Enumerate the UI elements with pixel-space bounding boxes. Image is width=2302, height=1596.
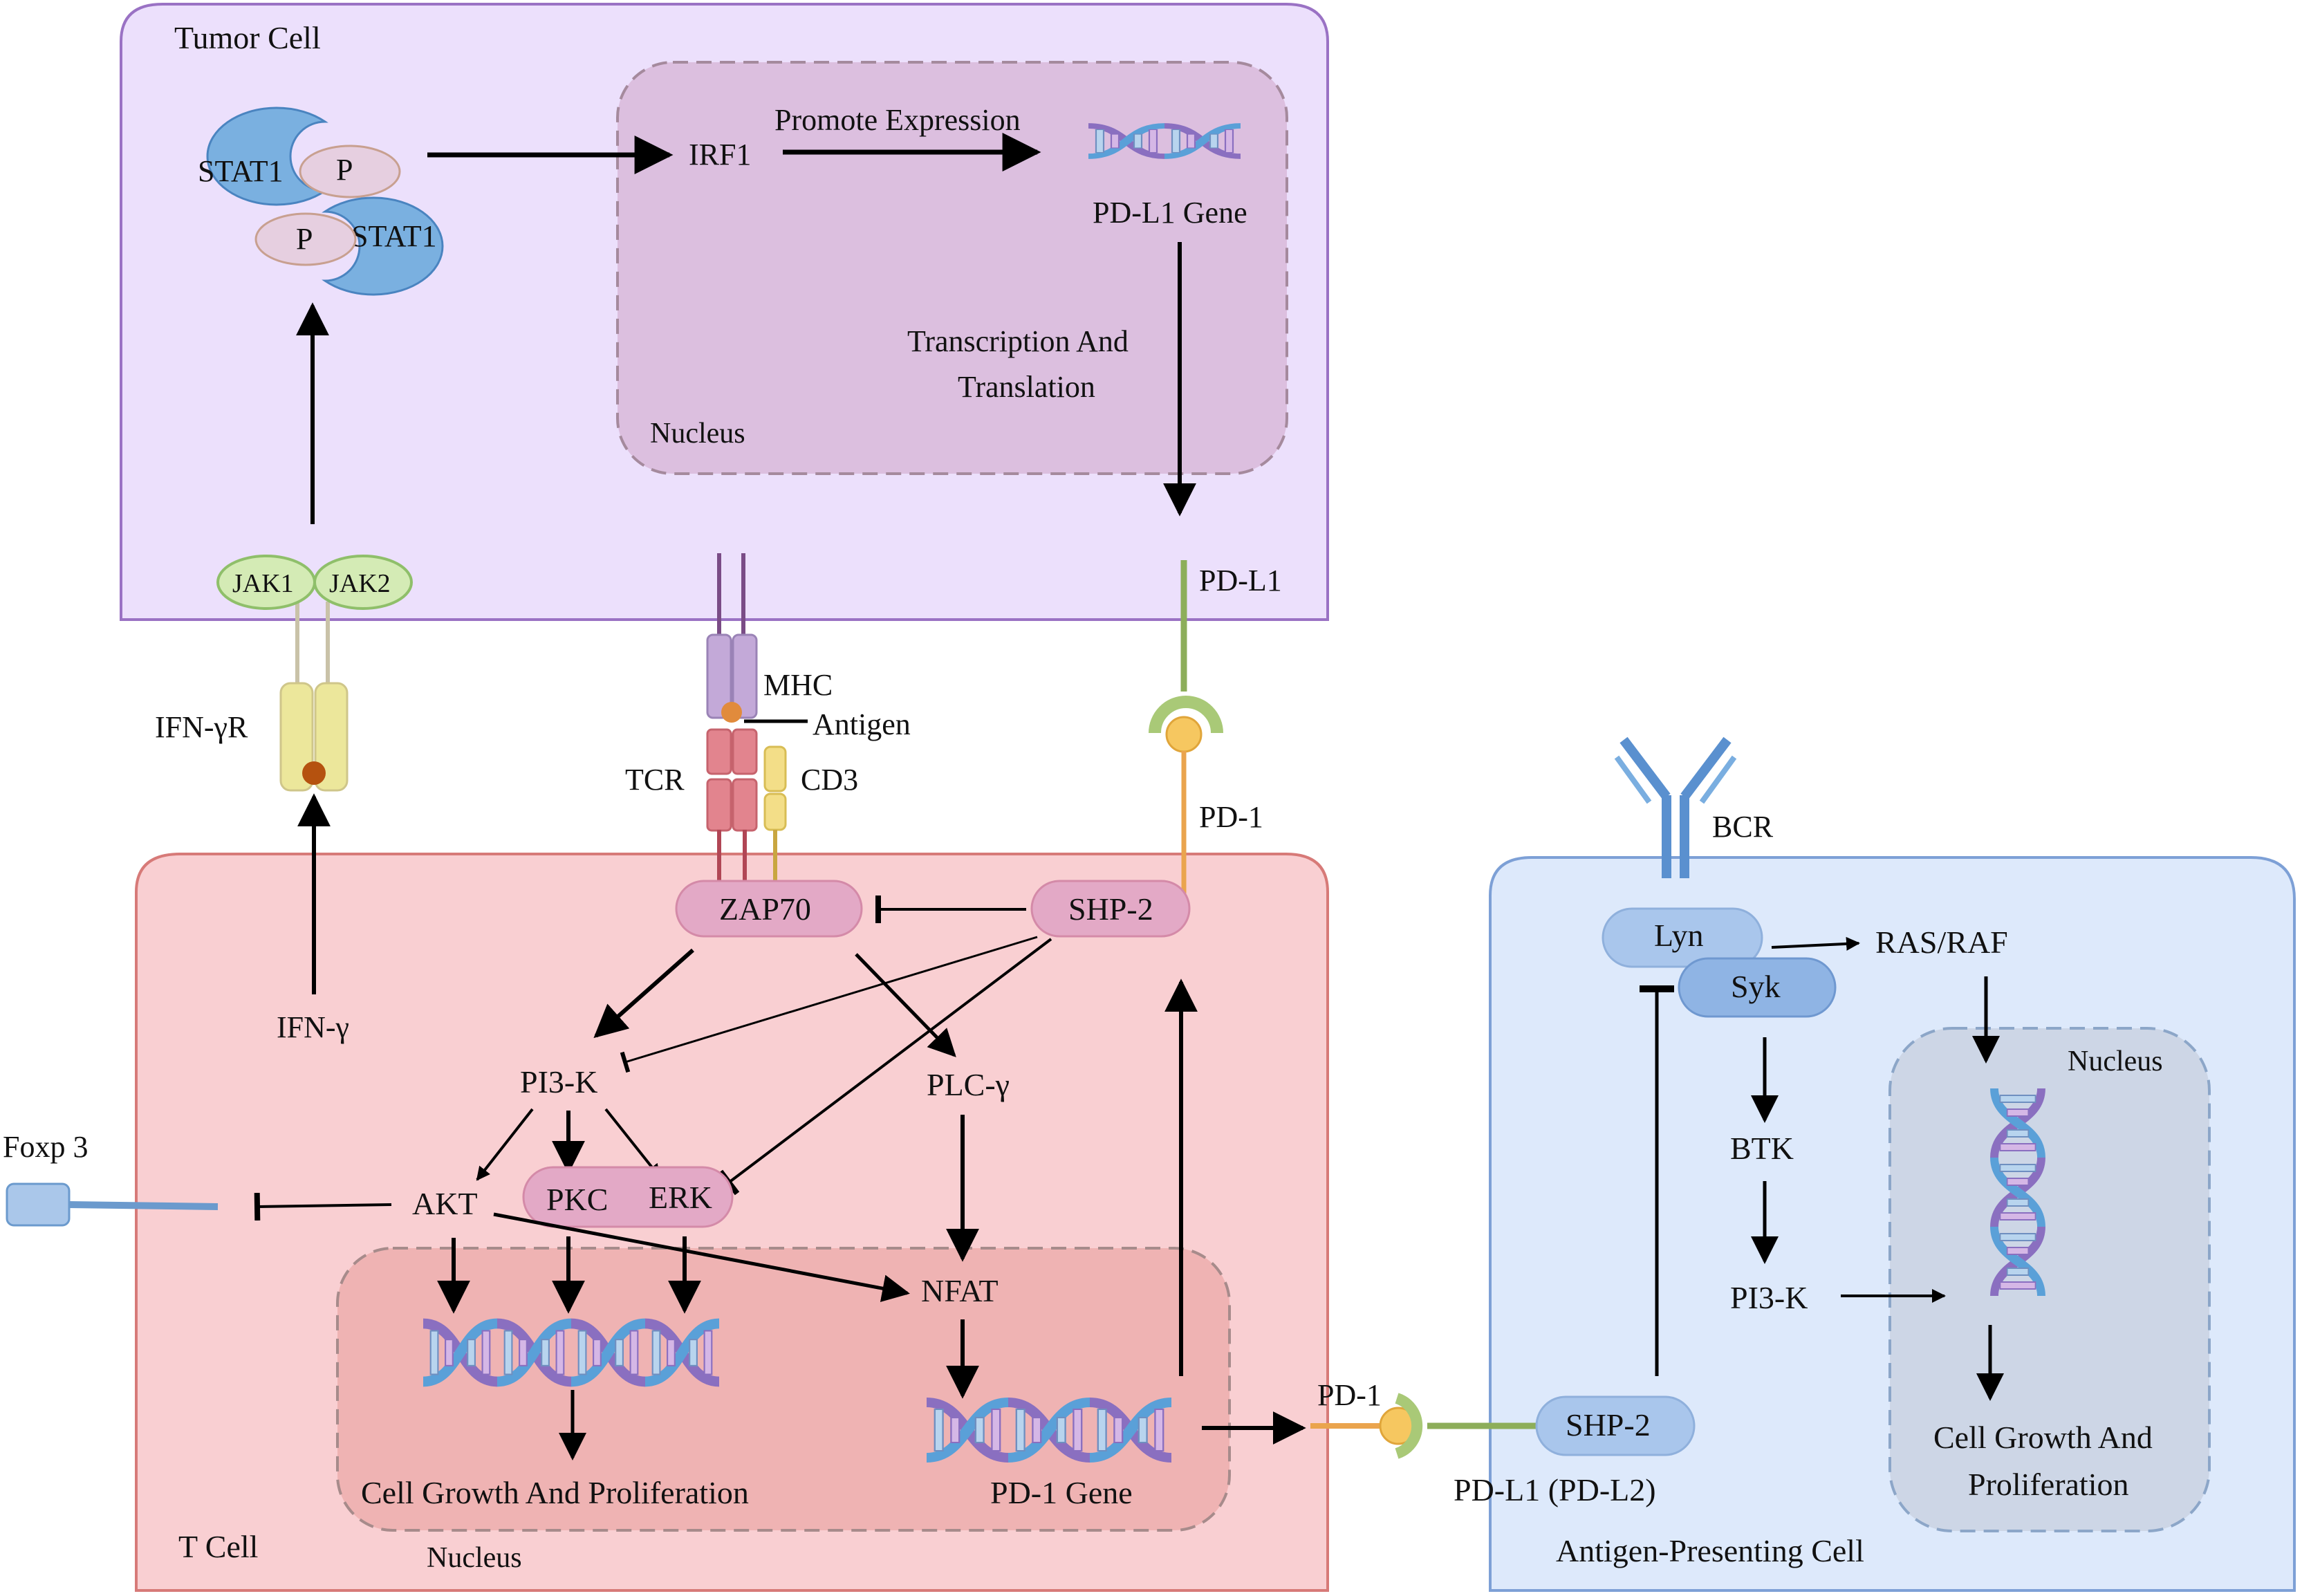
irf1-label: IRF1 xyxy=(689,138,751,171)
pdl1-tumor-label: PD-L1 xyxy=(1199,564,1282,597)
ras-raf-label: RAS/RAF xyxy=(1875,925,2008,960)
pi3k-tcell-label: PI3-K xyxy=(520,1064,597,1099)
pd1-gene-label: PD-1 Gene xyxy=(990,1475,1133,1510)
apc-cell-label: Antigen-Presenting Cell xyxy=(1556,1533,1864,1568)
inhibit-shp2-to-erk xyxy=(718,938,1052,1196)
pkc-erk-node: PKC ERK xyxy=(522,1166,734,1228)
shp2-apc-node: SHP-2 xyxy=(1535,1395,1696,1456)
stat1-a-shape xyxy=(206,106,328,206)
phospho-a-label: P xyxy=(336,153,353,187)
tumor-cell-label: Tumor Cell xyxy=(174,20,321,55)
transcription-label-2: Translation xyxy=(958,370,1095,404)
apc-nucleus-shape xyxy=(1888,1027,2211,1532)
foxp3-marker: Foxp 3 xyxy=(3,1130,219,1227)
shp2-tcell-label: SHP-2 xyxy=(1068,891,1153,927)
lyn-node: Lyn xyxy=(1602,907,1763,968)
pd1-pdl1-apc-synapse: PD-1 PD-L1 (PD-L2) xyxy=(1310,1378,1656,1507)
inhibit-shp2-to-pi3k xyxy=(620,936,1038,1073)
arrow-pi3k-to-erk xyxy=(604,1108,661,1178)
stat1-dimer: STAT1 P STAT1 P xyxy=(198,106,444,296)
bcr-receptor: BCR xyxy=(1614,736,1774,878)
pdl1-gene-label: PD-L1 Gene xyxy=(1093,196,1247,230)
ifng-label: IFN-γ xyxy=(277,1010,349,1044)
shp2-apc-label: SHP-2 xyxy=(1566,1407,1651,1442)
lyn-label: Lyn xyxy=(1654,918,1704,953)
arrow-pi3k-to-akt xyxy=(476,1108,534,1181)
t-cell-nucleus-label: Nucleus xyxy=(427,1542,522,1574)
arrow-lyn-to-rasraf xyxy=(1771,936,1860,951)
cd3 xyxy=(763,745,787,792)
pd1-head xyxy=(1165,716,1203,753)
tumor-nucleus: Nucleus xyxy=(616,61,1288,475)
tcr xyxy=(706,728,732,775)
apc-nucleus: Nucleus xyxy=(1888,1027,2211,1532)
cell-growth-tcell-label: Cell Growth And Proliferation xyxy=(361,1475,749,1510)
jak-complex: JAK1 JAK2 xyxy=(216,555,413,685)
phospho-b-label: P xyxy=(296,222,313,256)
shp2-tcell-node: SHP-2 xyxy=(1030,880,1191,938)
antigen-label: Antigen xyxy=(813,707,911,741)
transcription-label-1: Transcription And xyxy=(907,324,1129,358)
apc-nucleus-label: Nucleus xyxy=(2068,1046,2163,1077)
stat1-b-label: STAT1 xyxy=(351,219,437,253)
pdl1-apc-label: PD-L1 (PD-L2) xyxy=(1454,1472,1656,1507)
pdl1-receptor xyxy=(1149,696,1223,734)
ifngr-label: IFN-γR xyxy=(155,710,248,744)
pd1-tcell-label: PD-1 xyxy=(1199,800,1263,834)
cd3-label: CD3 xyxy=(801,763,858,797)
arrow-zap70-to-plcg xyxy=(855,953,956,1057)
arrow-zap70-to-pi3k xyxy=(593,948,694,1039)
antigen-dot xyxy=(721,702,742,723)
pkc-label: PKC xyxy=(546,1182,608,1217)
phospho-b xyxy=(254,212,357,266)
pi3k-apc-label: PI3-K xyxy=(1730,1280,1808,1315)
nfat-label: NFAT xyxy=(921,1273,999,1308)
mhc xyxy=(706,633,732,719)
mhc-tcr-complex: MHC Antigen TCR CD3 xyxy=(625,553,911,884)
akt-label: AKT xyxy=(412,1186,478,1221)
t-cell-nucleus: Nucleus xyxy=(336,1247,1231,1574)
phospho-a xyxy=(299,145,401,198)
cell-growth-apc-label-2: Proliferation xyxy=(1968,1467,2129,1502)
foxp3-label: Foxp 3 xyxy=(3,1130,88,1164)
inhibit-akt-to-foxp3 xyxy=(254,1192,392,1221)
zap70-node: ZAP70 xyxy=(675,880,863,938)
pd1-apc-label: PD-1 xyxy=(1317,1378,1382,1412)
mhc-label: MHC xyxy=(763,668,833,702)
jak2 xyxy=(313,555,413,610)
pdl1-pd1-synapse: PD-L1 PD-1 xyxy=(1149,560,1282,909)
tcr-label: TCR xyxy=(625,763,685,797)
ifn-gamma-receptor: IFN-γR xyxy=(155,682,349,792)
erk-label: ERK xyxy=(649,1180,712,1215)
promote-expression-label: Promote Expression xyxy=(774,103,1021,137)
zap70-label: ZAP70 xyxy=(719,891,811,927)
stat1-b-shape xyxy=(322,196,444,296)
cell-growth-apc-label-1: Cell Growth And xyxy=(1933,1420,2153,1455)
syk-label: Syk xyxy=(1731,969,1781,1004)
syk-node: Syk xyxy=(1678,957,1837,1018)
plcg-label: PLC-γ xyxy=(927,1067,1010,1102)
bcr-label: BCR xyxy=(1712,810,1774,844)
tumor-nucleus-shape xyxy=(616,61,1288,475)
stat1-a-label: STAT1 xyxy=(198,154,284,188)
arrow-akt-to-nfat xyxy=(493,1212,910,1302)
jak2-label: JAK2 xyxy=(329,569,391,598)
ifn-gamma-ligand xyxy=(302,761,326,785)
tumor-nucleus-label: Nucleus xyxy=(650,418,745,449)
jak1-label: JAK1 xyxy=(232,569,294,598)
t-cell-label: T Cell xyxy=(178,1529,258,1564)
btk-label: BTK xyxy=(1730,1131,1794,1166)
